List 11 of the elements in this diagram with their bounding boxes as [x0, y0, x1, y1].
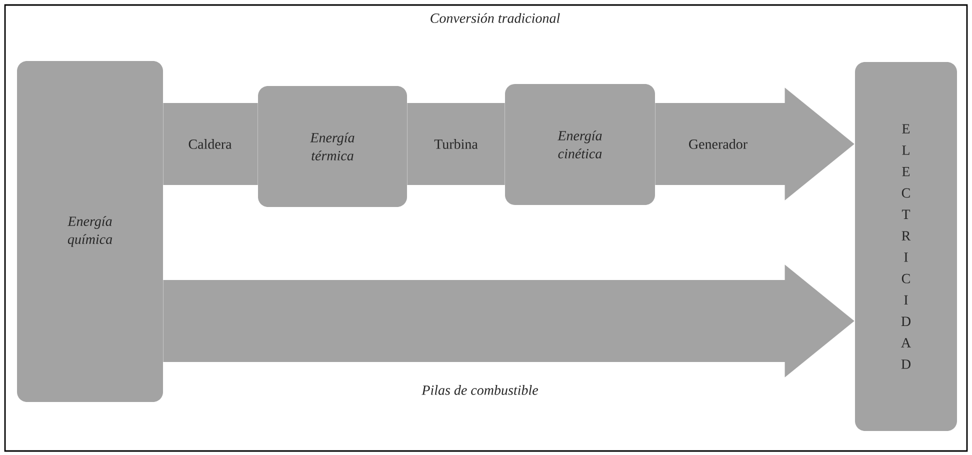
node-label: Energía cinética	[558, 130, 602, 158]
node-label: Energía térmica	[310, 132, 354, 160]
vertical-text-box: ELECTRICIDAD	[855, 62, 957, 431]
edge-label: Turbina	[432, 137, 480, 151]
rounded-box: Energía térmica	[258, 86, 407, 207]
edge-label: Pilas de combustible	[420, 383, 540, 397]
rounded-box: Energía cinética	[505, 84, 655, 205]
rounded-box: Energía química	[17, 61, 164, 402]
edge-label: Generador	[686, 137, 750, 151]
edge-label: Caldera	[186, 137, 234, 151]
caption-text: Conversión tradicional	[430, 13, 560, 23]
